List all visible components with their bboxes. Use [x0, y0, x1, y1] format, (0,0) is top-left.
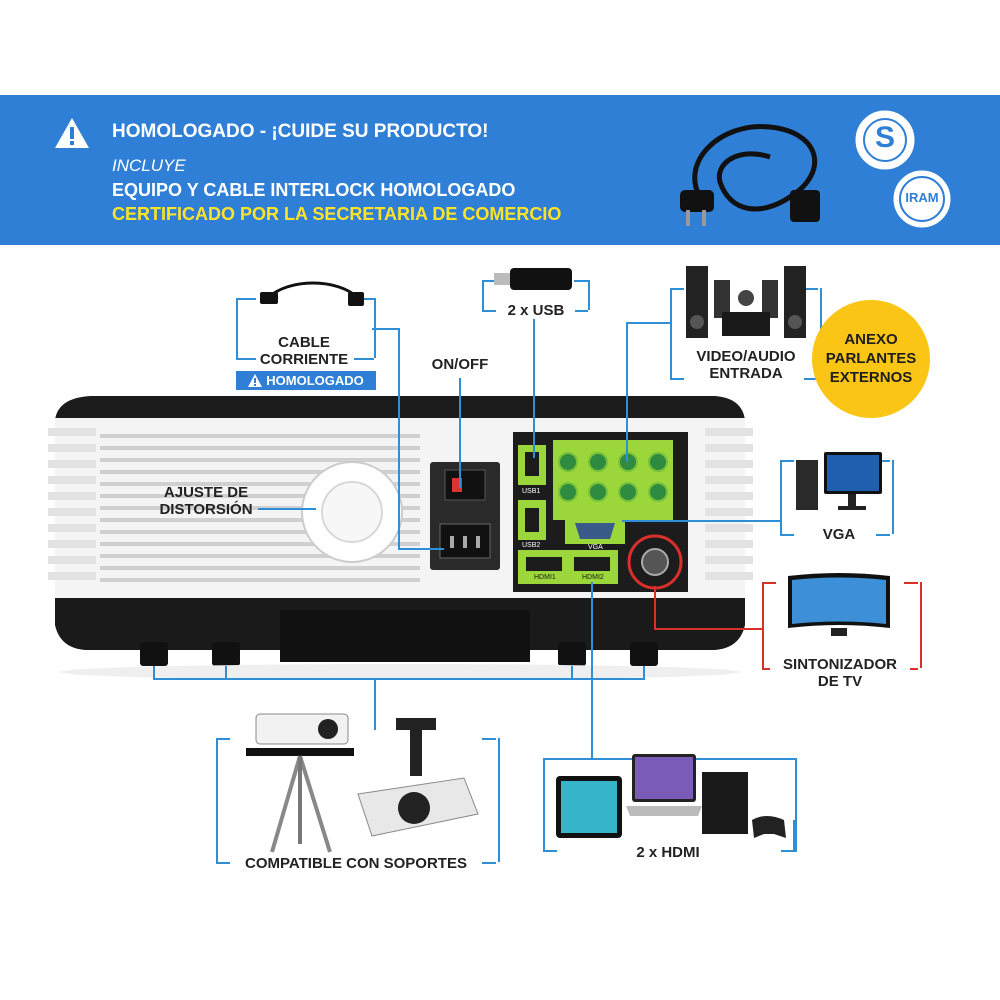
banner-equipment-line: EQUIPO Y CABLE INTERLOCK HOMOLOGADO	[112, 180, 516, 200]
panel-label-usb1: USB1	[522, 488, 541, 495]
console-icon	[702, 772, 786, 838]
certification-banner	[0, 95, 1000, 245]
small-power-cable-icon	[260, 281, 364, 306]
power-cable-icon	[680, 124, 820, 226]
projector-tripod-icon	[246, 713, 354, 853]
ajuste-line2: DISTORSIÓN	[159, 501, 253, 518]
speakers-icon	[686, 266, 806, 338]
video-audio-label: VIDEO/AUDIO ENTRADA	[686, 348, 806, 382]
warning-small-icon	[248, 374, 263, 387]
soportes-label: COMPATIBLE CON SOPORTES	[232, 855, 480, 872]
usb-label: 2 x USB	[497, 302, 575, 319]
s-seal-letter: S	[874, 121, 895, 154]
homologado-badge: HOMOLOGADO	[236, 371, 376, 390]
hdmi-label: 2 x HDMI	[622, 844, 714, 861]
s-seal-icon	[852, 107, 918, 173]
vga-label: VGA	[810, 526, 868, 543]
usb-stick-icon	[494, 268, 572, 290]
curved-tv-icon	[788, 573, 890, 636]
panel-label-usb2: USB2	[522, 542, 541, 549]
ceiling-projector-icon	[357, 718, 479, 837]
ajuste-line1: AJUSTE DE	[163, 484, 249, 501]
ajuste-label: AJUSTE DE DISTORSIÓN	[146, 484, 266, 518]
pc-monitor-icon	[796, 452, 882, 510]
panel-label-hdmi1: HDMI1	[534, 574, 556, 581]
sintonizador-line2: DE TV	[817, 673, 863, 690]
warning-icon	[55, 118, 89, 148]
laptop-icon	[626, 754, 702, 816]
iram-seal-icon	[890, 167, 954, 231]
iram-seal-text: IRAM	[905, 190, 939, 205]
homologado-badge-text: HOMOLOGADO	[266, 373, 364, 388]
sintonizador-line1: SINTONIZADOR	[783, 656, 897, 673]
video-audio-line1: VIDEO/AUDIO	[696, 348, 796, 365]
anexo-line2: PARLANTES	[825, 350, 917, 367]
banner-title: HOMOLOGADO - ¡CUIDE SU PRODUCTO!	[112, 121, 489, 142]
cable-label-line2: CORRIENTE	[259, 351, 349, 368]
panel-label-hdmi2: HDMI2	[582, 574, 604, 581]
anexo-parlantes-badge: ANEXO PARLANTES EXTERNOS	[812, 300, 930, 418]
video-audio-line2: ENTRADA	[709, 365, 783, 382]
panel-label-vga: VGA	[588, 544, 603, 551]
banner-subtitle: INCLUYE	[112, 156, 186, 175]
anexo-line3: EXTERNOS	[829, 369, 913, 386]
tablet-icon	[556, 776, 622, 838]
on-off-label: ON/OFF	[431, 356, 489, 373]
cable-label-line1: CABLE	[278, 334, 330, 351]
anexo-line1: ANEXO	[844, 331, 898, 348]
banner-certified-line: CERTIFICADO POR LA SECRETARIA DE COMERCI…	[112, 204, 562, 224]
sintonizador-label: SINTONIZADOR DE TV	[770, 656, 910, 690]
cable-label: CABLE CORRIENTE	[244, 334, 364, 368]
